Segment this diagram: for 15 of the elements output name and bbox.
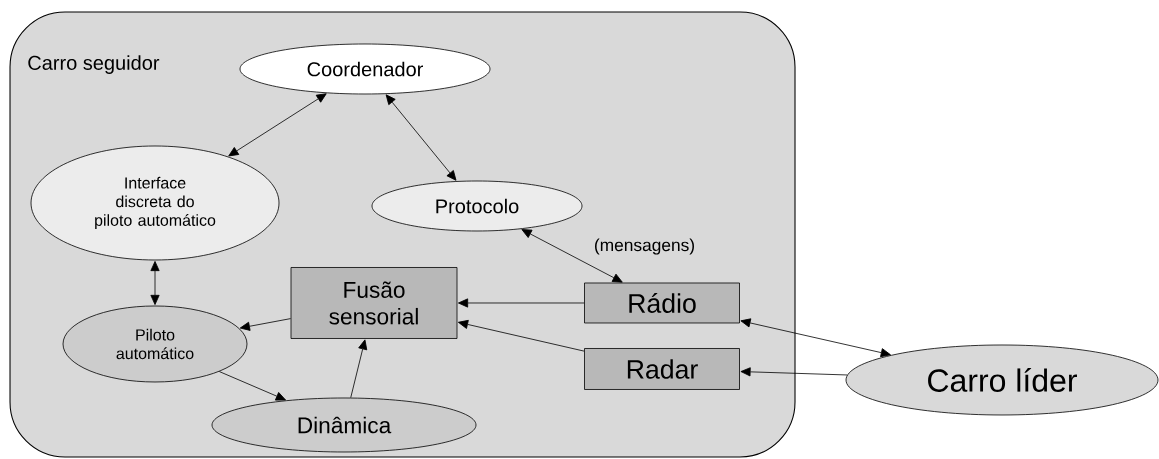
arrow <box>350 339 368 399</box>
arrow <box>239 318 291 331</box>
arrow <box>740 367 848 377</box>
edge-label: (mensagens) <box>592 237 697 256</box>
arrow <box>228 93 327 157</box>
arrow <box>458 319 585 352</box>
arrow <box>385 94 457 181</box>
process-box: Radar <box>584 348 740 390</box>
arrow <box>150 261 160 305</box>
arrow <box>218 371 286 401</box>
process-box: Fusão sensorial <box>290 267 458 339</box>
arrow <box>521 229 623 283</box>
arrow <box>458 298 585 308</box>
process-box: Rádio <box>584 282 740 324</box>
arrow <box>740 318 891 358</box>
